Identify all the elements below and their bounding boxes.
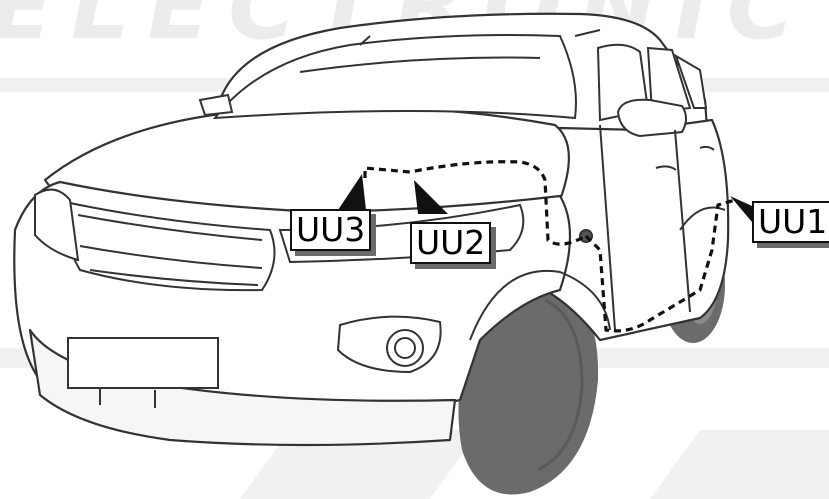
left-mirror [200, 95, 232, 115]
callout-uu2: UU2 [410, 222, 491, 264]
license-plate-area [68, 338, 218, 388]
fog-light-lens [387, 330, 423, 366]
callout-uu3: UU3 [290, 209, 371, 251]
callout-uu1: UU1 [752, 201, 829, 243]
uu1-pointer [730, 196, 752, 222]
watermark-shape-right [650, 430, 829, 499]
